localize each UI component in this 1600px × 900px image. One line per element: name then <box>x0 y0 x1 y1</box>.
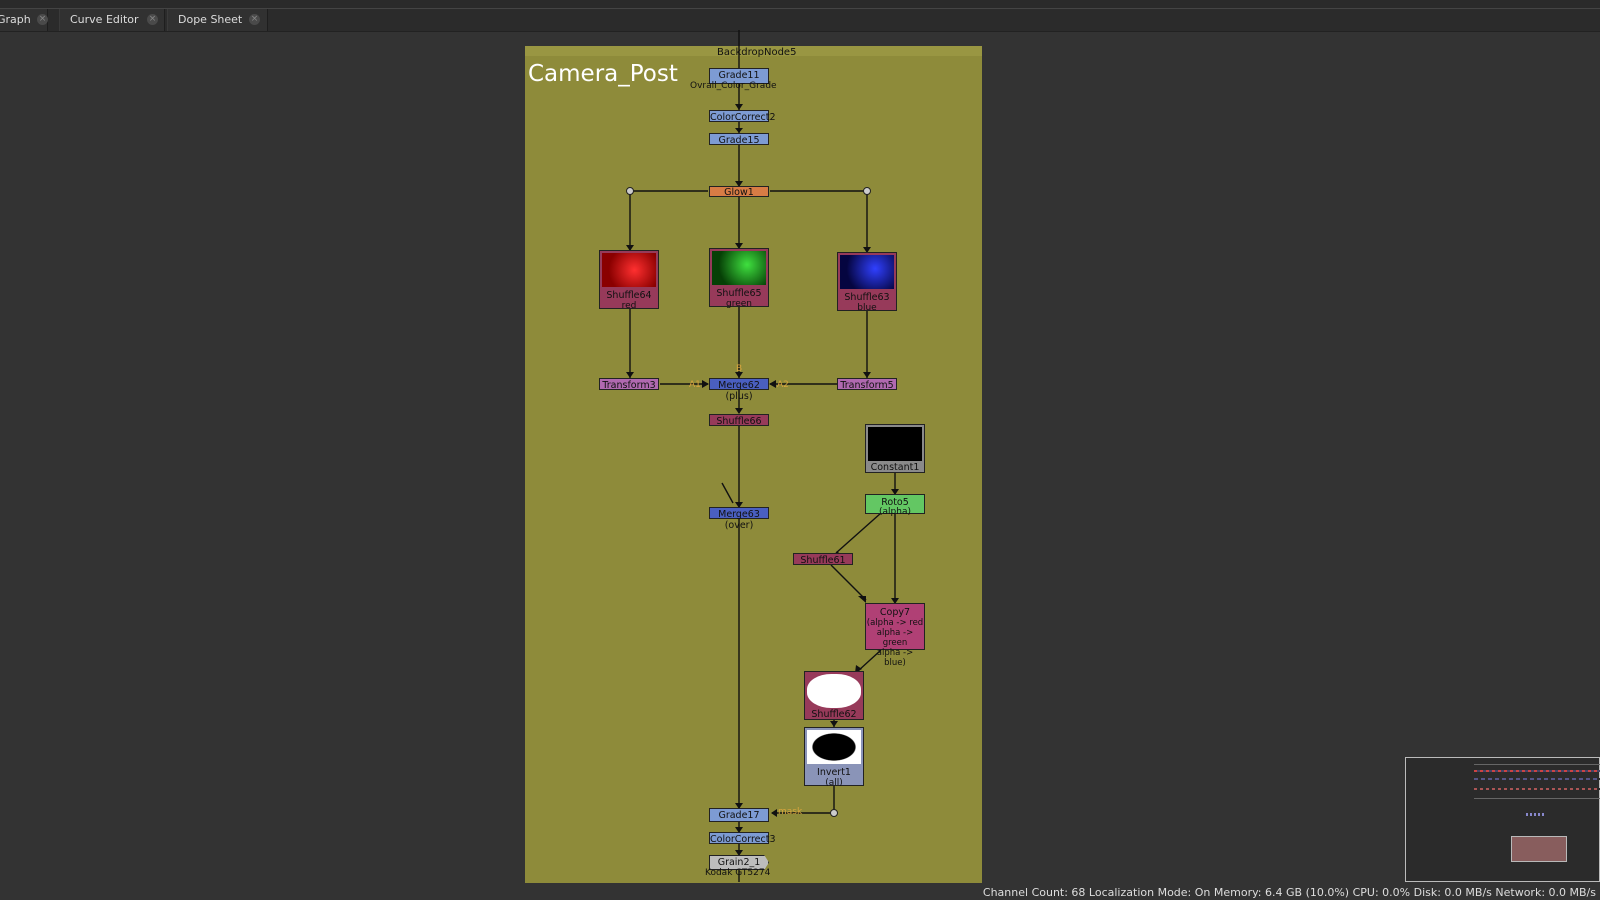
node-label: Transform3 <box>602 380 656 391</box>
node-label: Merge62 (plus) <box>718 380 760 402</box>
node-shuffle66[interactable]: Shuffle66 <box>709 414 769 427</box>
close-icon[interactable]: × <box>37 14 48 25</box>
input-b-label: B <box>736 364 743 374</box>
status-bar: Channel Count: 68 Localization Mode: On … <box>982 886 1596 899</box>
tab-curve-editor[interactable]: Curve Editor × <box>59 9 165 31</box>
close-icon[interactable]: × <box>249 14 260 25</box>
node-shuffle62[interactable]: Shuffle62 <box>804 671 864 720</box>
node-grade11-sublabel: Ovrall_Color_Grade <box>690 81 777 91</box>
minimap-node-row <box>1474 770 1600 772</box>
node-label: Shuffle63 <box>844 292 890 303</box>
node-label: Grade17 <box>718 810 760 821</box>
node-label: Grade15 <box>718 135 760 146</box>
node-label: Shuffle61 <box>800 555 846 566</box>
node-shuffle63[interactable]: Shuffle63 blue <box>837 252 897 313</box>
node-label: Glow1 <box>724 187 754 198</box>
node-roto5[interactable]: Roto5 (alpha) <box>865 494 925 517</box>
backdrop-title-bar[interactable] <box>525 46 982 56</box>
thumbnail-red <box>602 253 656 287</box>
thumbnail-blue <box>840 255 894 289</box>
thumbnail-black <box>868 427 922 461</box>
input-mask-label: mask <box>778 807 803 817</box>
thumbnail-inverted-matte <box>807 730 861 764</box>
thumbnail-green <box>712 251 766 285</box>
copy-line-2: alpha -> green <box>876 628 914 648</box>
tab-label: Dope Sheet <box>178 13 243 26</box>
minimap-node-row <box>1474 778 1600 780</box>
tab-label: Curve Editor <box>70 13 139 26</box>
node-label: ColorCorrect2 <box>710 112 776 123</box>
node-label: Invert1 <box>817 767 851 778</box>
input-a1-label: A1 <box>689 380 701 390</box>
node-sublabel: green <box>726 299 752 309</box>
minimap-node-row <box>1474 764 1600 765</box>
thumbnail-white-matte <box>807 674 861 708</box>
node-grain2-1-sublabel: Kodak GT5274 <box>705 868 771 878</box>
tab-node-graph[interactable]: Graph × <box>0 9 48 31</box>
node-sublabel: blue <box>857 303 877 313</box>
node-shuffle64[interactable]: Shuffle64 red <box>599 250 659 311</box>
window-top-strip <box>0 0 1600 9</box>
node-label: ColorCorrect3 <box>710 834 776 845</box>
node-colorcorrect3[interactable]: ColorCorrect3 <box>709 832 776 845</box>
node-merge62[interactable]: Merge62 (plus) <box>709 378 769 402</box>
backdrop-title: BackdropNode5 <box>717 47 797 58</box>
node-label: Grade11 <box>718 70 760 81</box>
node-label: Shuffle62 <box>811 709 857 720</box>
input-a2-label: A2 <box>777 380 789 390</box>
minimap-node-row <box>1474 788 1600 790</box>
minimap-viewport[interactable] <box>1511 836 1567 862</box>
tab-label: Graph <box>0 13 31 26</box>
node-label: Shuffle65 <box>716 288 762 299</box>
node-grain2-1[interactable]: Grain2_1 <box>709 855 769 870</box>
node-copy7[interactable]: Copy7 (alpha -> red alpha -> green alpha… <box>865 603 925 668</box>
node-sublabel: (alpha) <box>879 507 911 517</box>
tab-bar: Graph × Curve Editor × Dope Sheet × <box>0 9 1600 32</box>
copy-line-1: (alpha -> red <box>866 618 924 628</box>
node-grade17[interactable]: Grade17 <box>709 808 769 822</box>
node-grade15[interactable]: Grade15 <box>709 133 769 146</box>
minimap-node-row <box>1526 813 1546 816</box>
node-grade11[interactable]: Grade11 <box>709 68 769 84</box>
node-shuffle61[interactable]: Shuffle61 <box>793 553 853 566</box>
close-icon[interactable]: × <box>147 14 158 25</box>
node-shuffle65[interactable]: Shuffle65 green <box>709 248 769 309</box>
node-label: Constant1 <box>870 462 920 473</box>
node-sublabel: red <box>621 301 637 311</box>
node-transform3[interactable]: Transform3 <box>599 378 659 391</box>
node-merge63[interactable]: Merge63 (over) <box>709 507 769 531</box>
node-sublabel: (all) <box>825 778 843 788</box>
graph-minimap[interactable] <box>1405 757 1600 882</box>
node-colorcorrect2[interactable]: ColorCorrect2 <box>709 110 776 123</box>
node-label: Roto5 <box>881 497 909 508</box>
node-label: Shuffle64 <box>606 290 652 301</box>
node-glow1[interactable]: Glow1 <box>709 186 769 198</box>
node-label: Grain2_1 <box>717 857 761 868</box>
copy-line-3: alpha -> blue) <box>876 648 914 668</box>
minimap-node-row <box>1474 798 1600 799</box>
node-label: Copy7 <box>879 607 911 618</box>
node-label: Merge63 (over) <box>718 509 760 531</box>
node-label: Transform5 <box>840 380 894 391</box>
node-label: Shuffle66 <box>716 416 762 427</box>
node-constant1[interactable]: Constant1 <box>865 424 925 473</box>
tab-dope-sheet[interactable]: Dope Sheet × <box>167 9 268 31</box>
node-transform5[interactable]: Transform5 <box>837 378 897 391</box>
backdrop-label: Camera_Post <box>528 61 678 87</box>
node-invert1[interactable]: Invert1 (all) <box>804 727 864 788</box>
